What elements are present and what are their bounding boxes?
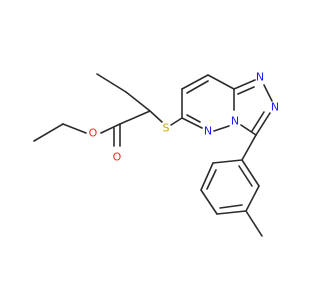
bond-c5-c4 bbox=[181, 74, 209, 90]
bond-n4-n5 bbox=[213, 125, 230, 132]
bond-ch2-ch3 bbox=[96, 73, 127, 93]
atom-label-o-carbonyl: O bbox=[113, 151, 122, 164]
bond-carbonyl-alpha bbox=[119, 110, 151, 125]
bond-ar-c4-c5-inner bbox=[219, 204, 243, 209]
bond-n2-c3t bbox=[255, 112, 271, 136]
bond-c5-c4-inner bbox=[186, 80, 209, 94]
bond-group bbox=[33, 73, 273, 237]
bond-ar-methyl bbox=[245, 210, 263, 237]
atom-n4: N bbox=[204, 125, 212, 138]
molecule-structure-diagram: O O S N N N N bbox=[33, 71, 279, 237]
bond-ar-c2-c3-inner bbox=[206, 169, 217, 190]
bond-triazole-tolyl bbox=[241, 134, 257, 161]
bond-c4-c3 bbox=[207, 74, 235, 90]
bond-n5-c6 bbox=[181, 117, 203, 129]
bond-ar-c1-c2 bbox=[212, 159, 243, 164]
bond-alpha-ch2 bbox=[125, 91, 151, 112]
atom-label-o-ether: O bbox=[89, 127, 98, 140]
atom-n1: N bbox=[256, 71, 264, 84]
bond-c3t-n4 bbox=[240, 124, 257, 136]
bond-ar-c6-c1-inner bbox=[238, 165, 253, 187]
bond-n2-c3t-inner bbox=[251, 111, 265, 132]
atom-o-carbonyl: O bbox=[113, 151, 122, 164]
atom-n3: N bbox=[231, 115, 239, 128]
atom-label-n1: N bbox=[256, 71, 264, 84]
bond-c3-n1-inner bbox=[237, 86, 255, 95]
bond-ethyl-ch3-ch2 bbox=[33, 123, 64, 142]
bond-ar-c5-c6 bbox=[245, 185, 260, 212]
atom-n2: N bbox=[271, 101, 279, 114]
bond-ar-c4-c5 bbox=[216, 210, 247, 215]
atom-label-n3: N bbox=[231, 115, 239, 128]
atom-label-n4: N bbox=[204, 125, 212, 138]
atom-labels: O O S N N N N bbox=[89, 71, 279, 164]
bond-n1-n2 bbox=[263, 84, 273, 102]
bond-ethyl-ch2-o bbox=[62, 123, 87, 134]
bond-ar-c3-c4 bbox=[200, 189, 218, 215]
bond-s-c6 bbox=[170, 117, 183, 126]
bond-ar-c6-c1 bbox=[241, 159, 260, 187]
bond-c3-n1 bbox=[233, 79, 256, 90]
bond-o-carbonyl-c bbox=[100, 123, 121, 134]
atom-o-ether: O bbox=[89, 127, 98, 140]
atom-label-s: S bbox=[163, 122, 170, 135]
atom-s: S bbox=[163, 122, 170, 135]
atom-label-n2: N bbox=[271, 101, 279, 114]
bond-alpha-s bbox=[149, 110, 163, 123]
bond-n5-c6-inner bbox=[186, 114, 201, 123]
bond-ar-c2-c3 bbox=[200, 162, 214, 191]
